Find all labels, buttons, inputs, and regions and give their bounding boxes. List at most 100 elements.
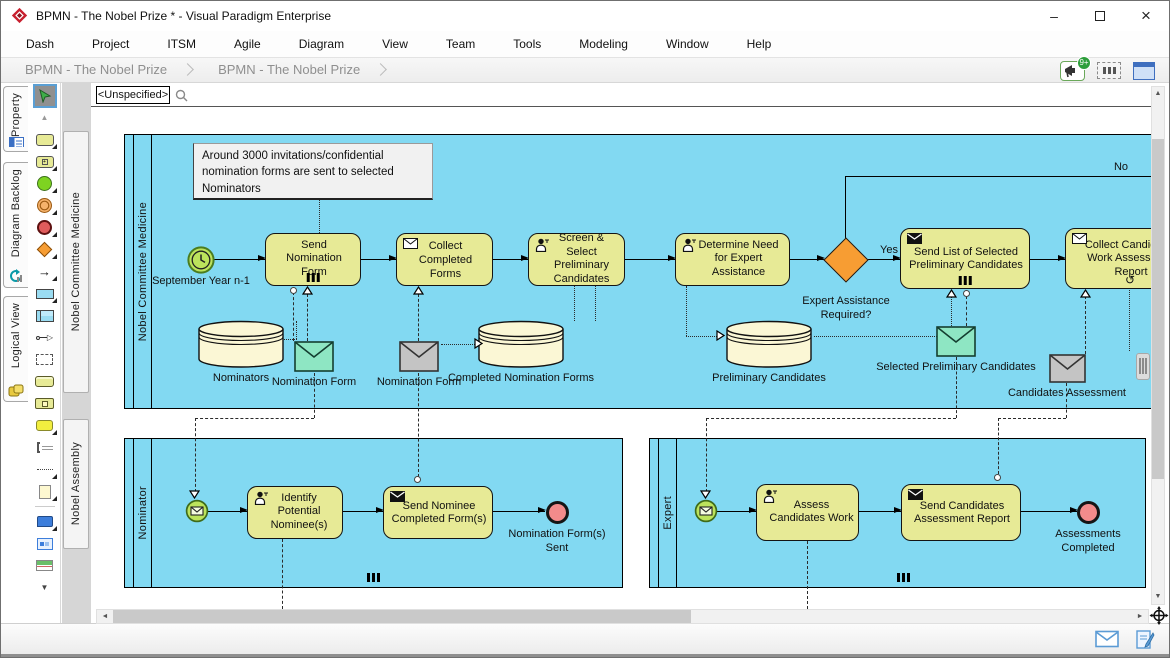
breadcrumb-item-1[interactable]: BPMN - The Nobel Prize (1, 62, 181, 77)
tab-diagram-backlog[interactable]: Diagram Backlog (3, 162, 28, 288)
message-flow[interactable] (998, 418, 999, 474)
data-store-nominators[interactable] (196, 319, 286, 369)
tab-property[interactable]: Property (3, 86, 28, 152)
sequence-flow[interactable] (717, 511, 756, 512)
menu-itsm[interactable]: ITSM (148, 37, 215, 51)
task-identify-nominees[interactable]: Identify Potential Nominee(s) (247, 486, 343, 539)
breadcrumb-item-2[interactable]: BPMN - The Nobel Prize (194, 62, 374, 77)
task-tool-icon[interactable] (29, 129, 60, 151)
data-store-completed-forms[interactable] (476, 319, 566, 369)
message-flow[interactable] (418, 294, 419, 341)
message-start-event-expert[interactable] (694, 499, 718, 523)
menu-help[interactable]: Help (728, 37, 791, 51)
sequence-flow[interactable] (859, 511, 901, 512)
message-flow[interactable] (706, 418, 707, 492)
menu-project[interactable]: Project (73, 37, 148, 51)
message-flow[interactable] (293, 292, 294, 341)
task-collect-completed-forms[interactable]: Collect Completed Forms (396, 233, 493, 286)
scroll-left-button[interactable]: ◄ (97, 610, 113, 623)
sequence-flow[interactable] (493, 511, 545, 512)
lane-tool-icon[interactable] (29, 305, 60, 327)
pool-tool-icon[interactable] (29, 283, 60, 305)
data-association[interactable] (686, 336, 719, 337)
association-tool-icon[interactable]: ▷ (29, 327, 60, 349)
message-nomination-form-green[interactable] (294, 341, 334, 372)
task-determine-need-expert[interactable]: Determine Need for Expert Assistance (675, 233, 790, 286)
collapsed-pool-tool-icon[interactable] (29, 393, 60, 415)
legend-tool-icon[interactable] (29, 555, 60, 577)
model-tool-icon[interactable] (29, 533, 60, 555)
task-send-assessment-report[interactable]: Send Candidates Assessment Report (901, 484, 1021, 541)
message-start-event-nominator[interactable] (185, 499, 209, 523)
announcements-icon[interactable]: 9+ (1060, 61, 1085, 81)
sequence-flow-no[interactable] (845, 176, 846, 239)
lane-expert[interactable]: Expert (659, 439, 677, 587)
task-collect-candidates-assessment[interactable]: Collect Candidates Work Assessment Repor… (1065, 228, 1151, 289)
maximize-button[interactable] (1077, 1, 1123, 31)
text-annotation[interactable]: Around 3000 invitations/confidential nom… (193, 143, 433, 200)
data-association[interactable] (595, 286, 596, 321)
task-send-nomination-form[interactable]: Send Nomination Form (265, 233, 361, 286)
search-icon[interactable] (175, 89, 188, 102)
message-flow[interactable] (195, 418, 196, 492)
data-object-tool-icon[interactable] (29, 481, 60, 503)
message-flow[interactable] (1085, 296, 1086, 354)
scroll-right-button[interactable]: ► (1132, 610, 1148, 623)
sequence-flow[interactable] (625, 259, 675, 260)
data-association[interactable] (574, 286, 575, 321)
end-event-tool-icon[interactable] (29, 217, 60, 239)
collapsed-panel-handle[interactable] (1136, 353, 1150, 380)
end-event-assessments-completed[interactable] (1077, 501, 1100, 524)
sequence-flow[interactable] (1021, 511, 1077, 512)
menu-modeling[interactable]: Modeling (560, 37, 647, 51)
element-selector-dropdown[interactable]: <Unspecified> (96, 86, 170, 104)
sequence-flow-tool-icon[interactable]: → (29, 261, 60, 283)
cursor-tool-icon[interactable] (29, 85, 60, 107)
sequence-flow[interactable] (1030, 259, 1065, 260)
sequence-flow-no[interactable] (845, 176, 1151, 177)
message-flow[interactable] (307, 294, 308, 341)
text-annotation-tool-icon[interactable] (29, 437, 60, 459)
layout-panel-icon[interactable] (1133, 62, 1155, 80)
data-store-preliminary[interactable] (724, 319, 814, 369)
minimize-button[interactable]: – (1031, 1, 1077, 31)
menu-diagram[interactable]: Diagram (280, 37, 363, 51)
diagram-surface[interactable]: Nobel Committee Medicine Nominator Exper… (91, 83, 1151, 609)
vertical-scrollbar[interactable]: ▲ ▼ (1151, 86, 1165, 605)
lane-nominator[interactable]: Nominator (134, 439, 152, 587)
scroll-down-button[interactable]: ▼ (1152, 590, 1164, 604)
pan-tool-icon[interactable] (1149, 606, 1169, 625)
sequence-flow[interactable] (361, 259, 396, 260)
edit-note-icon[interactable] (1135, 630, 1155, 650)
message-nomination-form-gray[interactable] (399, 341, 439, 372)
horizontal-scrollbar[interactable]: ◄ ► (96, 609, 1149, 624)
start-event-tool-icon[interactable] (29, 173, 60, 195)
message-flow[interactable] (282, 539, 283, 609)
menu-dash[interactable]: Dash (7, 37, 73, 51)
gateway-tool-icon[interactable] (29, 239, 60, 261)
fit-to-window-icon[interactable] (1097, 62, 1121, 79)
diagram-canvas[interactable]: Nobel Committee Medicine Nominator Exper… (91, 83, 1151, 625)
message-flow[interactable] (966, 296, 967, 326)
end-event-nomination-sent[interactable] (546, 501, 569, 524)
scroll-up-icon[interactable]: ▲ (29, 107, 60, 129)
menu-window[interactable]: Window (647, 37, 728, 51)
task-screen-select-candidates[interactable]: Screen & Select Preliminary Candidates (528, 233, 625, 286)
menu-team[interactable]: Team (427, 37, 494, 51)
menu-view[interactable]: View (363, 37, 427, 51)
message-flow[interactable] (807, 541, 808, 609)
data-association[interactable] (441, 344, 477, 345)
sequence-flow[interactable] (493, 259, 528, 260)
timer-start-event[interactable] (186, 245, 216, 275)
task-send-list-selected[interactable]: Send List of Selected Preliminary Candid… (900, 228, 1030, 289)
sequence-flow[interactable] (214, 259, 265, 260)
task-send-nominee-forms[interactable]: Send Nominee Completed Form(s) (383, 486, 493, 539)
data-association[interactable] (814, 336, 951, 337)
lane-nobel-committee-medicine[interactable]: Nobel Committee Medicine (134, 135, 152, 408)
scroll-down-icon[interactable]: ▼ (29, 577, 60, 599)
subprocess-tool-icon[interactable]: + (29, 151, 60, 173)
callout-tool-icon[interactable] (29, 415, 60, 437)
sequence-flow[interactable] (868, 259, 900, 260)
data-association[interactable] (686, 286, 687, 336)
message-flow[interactable] (706, 418, 956, 419)
